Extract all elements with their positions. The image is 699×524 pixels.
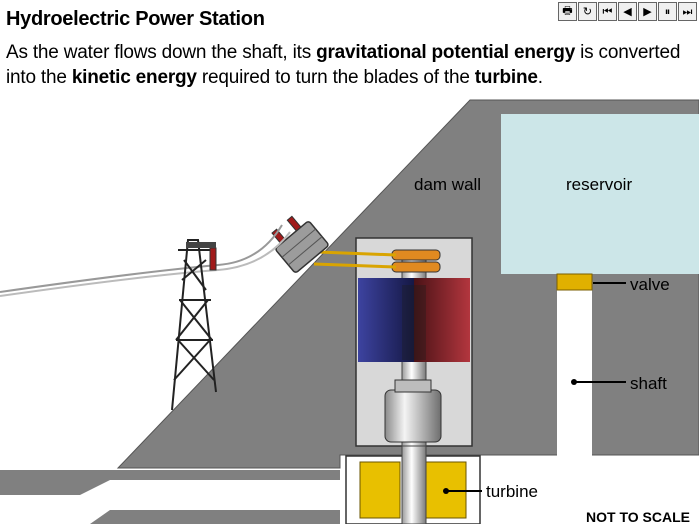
desc-text-3: required to turn the blades of the [196,67,475,88]
label-shaft: shaft [630,374,667,393]
desc-term-ke: kinetic energy [71,67,197,88]
page-title: Hydroelectric Power Station [6,8,265,30]
wire-upper [317,250,397,257]
slip-ring-upper [391,249,441,261]
label-turbine: turbine [486,482,538,501]
desc-text-1: As the water flows down the shaft, its [6,42,317,63]
magnet-south [414,278,470,362]
pylon [171,239,217,411]
print-button[interactable]: 🖶 [558,2,577,21]
magnet-north [358,278,414,362]
outflow-pipe [0,480,350,524]
label-not-to-scale: NOT TO SCALE [586,509,690,524]
reservoir [501,114,699,274]
valve [556,273,593,291]
first-frame-button[interactable]: ⏮ [598,2,617,21]
pylon-insulator [209,247,217,271]
pause-icon: ⏸ [664,4,671,18]
wire-lower [313,262,397,269]
bearing-collar [394,379,432,393]
desc-term-turbine: turbine [474,67,538,88]
last-frame-button[interactable]: ⏭ [678,2,697,21]
pause-button[interactable]: ⏸ [658,2,677,21]
reload-button[interactable]: ↻ [578,2,597,21]
first-icon: ⏮ [602,4,613,18]
slip-ring-lower [391,261,441,273]
label-valve: valve [630,275,670,294]
play-icon: ▶ [643,5,652,18]
prev-frame-button[interactable]: ◀ [618,2,637,21]
shaft-vertical [557,288,592,508]
desc-text-4: . [537,67,543,88]
rotor-core [402,285,426,360]
playback-controls: 🖶 ↻ ⏮ ◀ ▶ ⏸ ⏭ [558,2,697,21]
prev-icon: ◀ [623,5,632,18]
pylon-arm [186,242,216,248]
label-dam-wall: dam wall [414,175,481,194]
desc-term-gpe: gravitational potential energy [316,42,576,63]
desc-text-2: is converted into the [6,42,681,88]
last-icon: ⏭ [682,4,693,18]
label-reservoir: reservoir [566,175,632,194]
description: As the water flows down the shaft, its g… [6,40,696,90]
power-line-1 [0,224,283,293]
play-button[interactable]: ▶ [638,2,657,21]
bearing-cylinder [384,389,442,443]
reload-icon: ↻ [582,5,593,18]
turbine-shaft [401,445,427,524]
print-icon: 🖶 [562,4,573,17]
turbine-blade-left [359,461,401,519]
